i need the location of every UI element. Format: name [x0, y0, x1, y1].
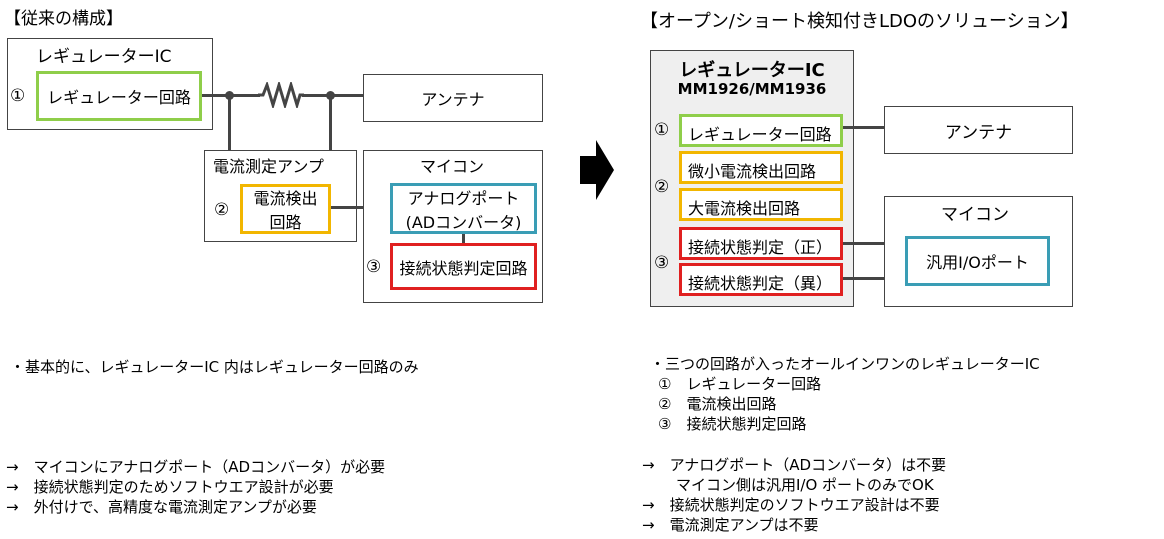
right-large-current: 大電流検出回路	[679, 188, 843, 221]
left-note-4: → 外付けで、高精度な電流測定アンプが必要	[6, 498, 317, 516]
right-note-3: ② 電流検出回路	[658, 395, 777, 413]
right-regulator-circuit: レギュレーター回路	[679, 114, 843, 147]
left-mcu-box: マイコン	[363, 150, 543, 303]
left-wire-3	[228, 96, 231, 151]
left-wire-6	[462, 234, 465, 244]
right-num3: ③	[654, 253, 670, 273]
right-note-8: → 電流測定アンプは不要	[642, 516, 819, 534]
left-current-detect-line2: 回路	[269, 213, 302, 232]
left-analog-port-line1: アナログポート	[407, 188, 520, 208]
right-regulator-ic-label: レギュレーターIC	[679, 60, 825, 81]
right-wire-2	[843, 242, 906, 245]
left-regulator-ic-label: レギュレーターIC	[36, 47, 172, 67]
left-num2: ②	[214, 200, 230, 220]
left-regulator-ic-box: レギュレーターIC	[7, 38, 213, 130]
left-amp-label: 電流測定アンプ	[213, 157, 324, 176]
right-num2: ②	[654, 177, 670, 197]
left-note-3: → 接続状態判定のためソフトウエア設計が必要	[6, 478, 334, 496]
left-mcu-label: マイコン	[420, 157, 485, 176]
right-model-label: MM1926/MM1936	[677, 80, 827, 98]
left-node-1	[225, 91, 234, 100]
right-note-6: マイコン側は汎用I/O ポートのみでOK	[676, 476, 934, 494]
left-analog-port: アナログポート (ADコンバータ)	[390, 183, 537, 234]
left-current-detect-line1: 電流検出	[253, 189, 318, 208]
left-regulator-circuit: レギュレーター回路	[36, 71, 202, 121]
right-wire-1	[843, 126, 885, 129]
right-micro-current: 微小電流検出回路	[679, 151, 843, 184]
left-node-2	[326, 91, 335, 100]
left-num3: ③	[366, 257, 382, 277]
right-num1: ①	[654, 120, 670, 140]
right-note-4: ③ 接続状態判定回路	[658, 415, 807, 433]
right-note-2: ① レギュレーター回路	[658, 375, 822, 393]
left-heading: 【従来の構成】	[4, 9, 123, 29]
arrow-right-icon	[580, 140, 614, 200]
left-antenna: アンテナ	[363, 74, 543, 122]
right-mcu-label: マイコン	[941, 205, 1009, 225]
left-amp-box: 電流測定アンプ	[204, 150, 357, 242]
left-current-detect: 電流検出 回路	[240, 184, 331, 234]
right-note-5: → アナログポート（ADコンバータ）は不要	[642, 456, 947, 474]
left-judge-circuit: 接続状態判定回路	[390, 243, 537, 290]
left-num1: ①	[10, 86, 26, 106]
right-heading: 【オープン/ショート検知付きLDOのソリューション】	[640, 11, 1079, 32]
left-analog-port-line2: (ADコンバータ)	[405, 212, 522, 232]
left-note-2: → マイコンにアナログポート（ADコンバータ）が必要	[6, 458, 386, 476]
right-note-7: → 接続状態判定のソフトウエア設計は不要	[642, 496, 940, 514]
right-antenna: アンテナ	[884, 106, 1073, 154]
right-note-1: ・三つの回路が入ったオールインワンのレギュレーターIC	[650, 355, 1040, 373]
left-wire-4	[329, 96, 332, 151]
right-judge-normal: 接続状態判定（正）	[679, 227, 843, 260]
resistor-icon	[258, 82, 304, 108]
left-wire-5	[331, 206, 391, 209]
left-note-1: ・基本的に、レギュレーターIC 内はレギュレーター回路のみ	[10, 358, 419, 376]
right-judge-abnormal: 接続状態判定（異）	[679, 263, 843, 296]
right-gpio-port: 汎用I/Oポート	[905, 236, 1050, 286]
right-wire-3	[843, 277, 906, 280]
